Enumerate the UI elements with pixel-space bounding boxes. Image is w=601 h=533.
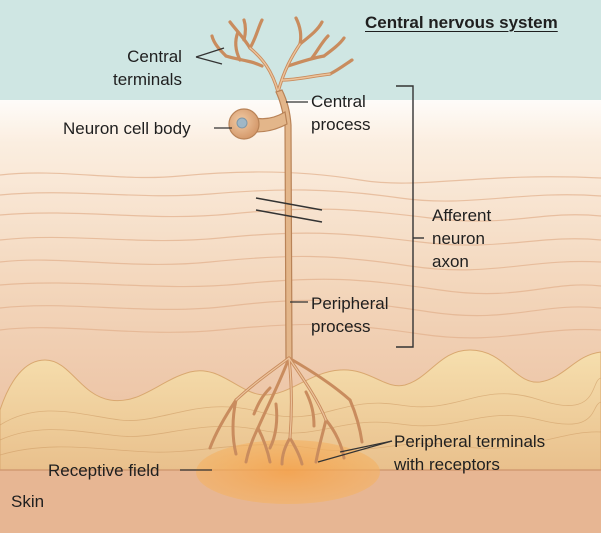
epidermis-layer: [0, 349, 601, 471]
label-neuron-cell-body: Neuron cell body: [63, 119, 191, 138]
label-peripheral-terminals-line-1: Peripheral terminals: [394, 432, 546, 451]
label-receptive-field: Receptive field: [48, 461, 160, 480]
label-peripheral-process-line-1: Peripheral: [311, 294, 389, 313]
diagram-title: Central nervous system: [365, 13, 558, 32]
label-afferent-neuron-axon: Afferent neuron axon: [432, 204, 491, 273]
label-peripheral-terminals-line-2: with receptors: [394, 455, 500, 474]
label-afferent-line-3: axon: [432, 252, 469, 271]
receptive-field-area: [196, 440, 380, 504]
label-central-process-line-1: Central: [311, 92, 366, 111]
label-central-process: Central process: [311, 90, 371, 136]
leader-lines: [180, 47, 393, 471]
label-afferent-line-2: neuron: [432, 229, 485, 248]
cns-band: [0, 0, 601, 100]
cell-nucleus: [236, 117, 248, 129]
label-afferent-line-1: Afferent: [432, 206, 492, 225]
cell-body-stalk: [254, 111, 288, 133]
central-terminals-fill: [249, 43, 331, 93]
label-peripheral-terminals: Peripheral terminals with receptors: [394, 430, 545, 476]
label-peripheral-process-line-2: process: [311, 317, 371, 336]
label-skin: Skin: [11, 492, 45, 511]
peripheral-terminals-fill: [235, 357, 327, 439]
label-central-terminals-line-1: Central: [127, 47, 182, 66]
axon-break-marks: [255, 197, 323, 223]
label-central-terminals-line-2: terminals: [113, 70, 182, 89]
label-central-process-line-2: process: [311, 115, 371, 134]
label-central-terminals: Central terminals: [113, 45, 182, 91]
label-peripheral-process: Peripheral process: [311, 292, 389, 338]
axon-bracket: [396, 85, 414, 348]
